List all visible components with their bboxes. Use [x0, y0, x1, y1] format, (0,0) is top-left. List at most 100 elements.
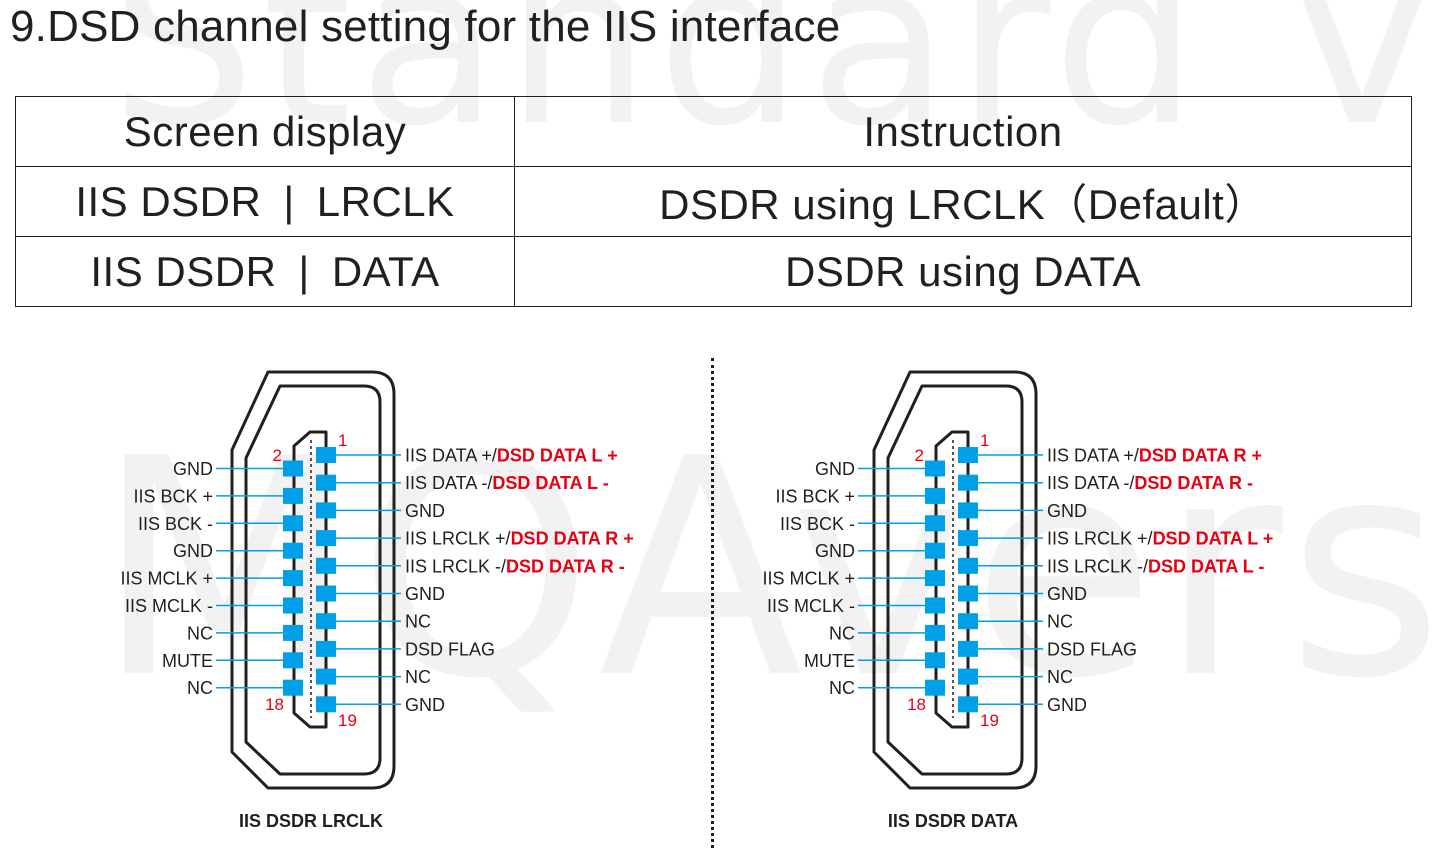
pin-label-right: NC: [405, 667, 431, 687]
pin-pad-even: [925, 597, 945, 614]
pin-pad-odd: [316, 447, 336, 463]
pin-label-left: GND: [173, 459, 213, 479]
pin-label-right: GND: [1047, 501, 1087, 521]
pin-label-right: GND: [1047, 695, 1087, 715]
pin-label-left: IIS BCK -: [138, 514, 213, 534]
pin-label-right: GND: [405, 695, 445, 715]
pin-pad-odd: [316, 474, 336, 491]
pin-dsd-signal-name: DSD DATA L +: [497, 446, 618, 466]
pin-label-right: NC: [1047, 612, 1073, 632]
pin-signal-name: GND: [1047, 501, 1087, 521]
pin-number-18: 18: [265, 695, 284, 714]
connector-inner-shell: [886, 384, 1024, 776]
pin-number-2: 2: [273, 446, 282, 465]
pin-pad-odd: [316, 585, 336, 602]
pin-label-left: IIS MCLK +: [762, 569, 855, 589]
connector-diagram: GND IIS BCK + IIS BCK - GND IIS MCLK + IIS MC…: [120, 370, 634, 831]
pin-pad-odd: [958, 447, 978, 463]
display-separator: |: [283, 177, 295, 225]
pin-label-left: IIS MCLK -: [125, 596, 213, 616]
pin-pad-even: [283, 679, 303, 696]
display-separator: |: [298, 247, 310, 295]
pin-pad-even: [925, 624, 945, 641]
pin-signal-name: GND: [405, 501, 445, 521]
pin-label-right: DSD FLAG: [1047, 639, 1137, 659]
pin-label-right: IIS LRCLK -/DSD DATA L -: [1047, 556, 1264, 576]
display-value: DATA: [331, 247, 440, 295]
pin-pad-odd: [316, 530, 336, 547]
pin-pad-odd: [958, 696, 978, 713]
display-value: LRCLK: [316, 177, 455, 225]
pin-dsd-signal-name: DSD DATA R -: [506, 556, 625, 576]
pin-label-right: NC: [1047, 667, 1073, 687]
pin-signal-name: GND: [1047, 584, 1087, 604]
display-mode: IIS DSDR: [75, 177, 262, 225]
pin-pad-even: [283, 460, 303, 477]
pin-pad-odd: [316, 557, 336, 574]
pin-signal-name: IIS DATA +/: [1047, 446, 1139, 466]
pin-pad-odd: [316, 502, 336, 519]
pin-label-left: IIS MCLK +: [120, 569, 213, 589]
pin-pad-odd: [958, 530, 978, 547]
pin-signal-name: DSD FLAG: [1047, 639, 1137, 659]
pin-pad-odd: [316, 668, 336, 685]
pin-signal-name: IIS LRCLK +/: [1047, 529, 1153, 549]
pin-dsd-signal-name: DSD DATA L -: [492, 473, 608, 493]
pin-pad-odd: [316, 696, 336, 713]
pin-label-left: IIS BCK +: [133, 486, 213, 506]
table-header-row: Screen display Instruction: [15, 96, 1412, 167]
pin-signal-name: DSD FLAG: [405, 639, 495, 659]
pin-label-left: GND: [173, 541, 213, 561]
page-title: 9.DSD channel setting for the IIS interf…: [10, 2, 841, 51]
pin-label-left: NC: [829, 678, 855, 698]
pin-label-left: GND: [815, 541, 855, 561]
pin-pad-odd: [958, 613, 978, 630]
pin-label-left: IIS BCK +: [775, 486, 855, 506]
pin-pad-odd: [316, 640, 336, 657]
pin-signal-name: IIS DATA -/: [1047, 473, 1134, 493]
pin-label-right: IIS LRCLK -/DSD DATA R -: [405, 556, 625, 576]
pin-number-1: 1: [980, 431, 989, 450]
pin-pad-odd: [958, 585, 978, 602]
screen-display-cell: IIS DSDR|DATA: [15, 236, 515, 307]
pin-number-18: 18: [907, 695, 926, 714]
pin-pad-even: [283, 624, 303, 641]
pin-pad-even: [925, 460, 945, 477]
pin-pad-even: [925, 515, 945, 532]
pin-number-1: 1: [338, 431, 347, 450]
pin-dsd-signal-name: DSD DATA R +: [511, 529, 634, 549]
pin-label-left: NC: [829, 623, 855, 643]
pin-signal-name: IIS DATA -/: [405, 473, 492, 493]
pin-number-2: 2: [915, 446, 924, 465]
pin-signal-name: NC: [1047, 667, 1073, 687]
table-header-instruction: Instruction: [514, 96, 1412, 167]
pin-label-left: IIS BCK -: [780, 514, 855, 534]
pin-signal-name: NC: [405, 612, 431, 632]
pin-label-right: IIS DATA -/DSD DATA R -: [1047, 473, 1253, 493]
pin-signal-name: IIS LRCLK -/: [1047, 556, 1148, 576]
pin-pad-even: [925, 570, 945, 587]
pin-label-left: MUTE: [804, 651, 855, 671]
pin-label-right: GND: [405, 584, 445, 604]
pin-pad-even: [283, 597, 303, 614]
pin-pad-even: [283, 515, 303, 532]
pin-pad-even: [283, 652, 303, 669]
pin-label-right: GND: [405, 501, 445, 521]
diagram-divider: [711, 358, 714, 848]
pin-signal-name: GND: [405, 695, 445, 715]
pin-pad-odd: [958, 557, 978, 574]
pin-label-right: DSD FLAG: [405, 639, 495, 659]
pin-pad-even: [925, 679, 945, 696]
pin-label-left: NC: [187, 623, 213, 643]
table-row: IIS DSDR|LRCLK DSDR using LRCLK（Default）: [15, 166, 1412, 237]
connector-tongue: [934, 430, 970, 729]
pin-signal-name: IIS LRCLK -/: [405, 556, 506, 576]
pin-signal-name: GND: [405, 584, 445, 604]
channel-setting-table: Screen display Instruction IIS DSDR|LRCL…: [15, 96, 1412, 307]
pin-dsd-signal-name: DSD DATA R -: [1134, 473, 1253, 493]
pin-label-right: IIS LRCLK +/DSD DATA L +: [1047, 529, 1273, 549]
pin-signal-name: NC: [405, 667, 431, 687]
pin-pad-odd: [958, 640, 978, 657]
